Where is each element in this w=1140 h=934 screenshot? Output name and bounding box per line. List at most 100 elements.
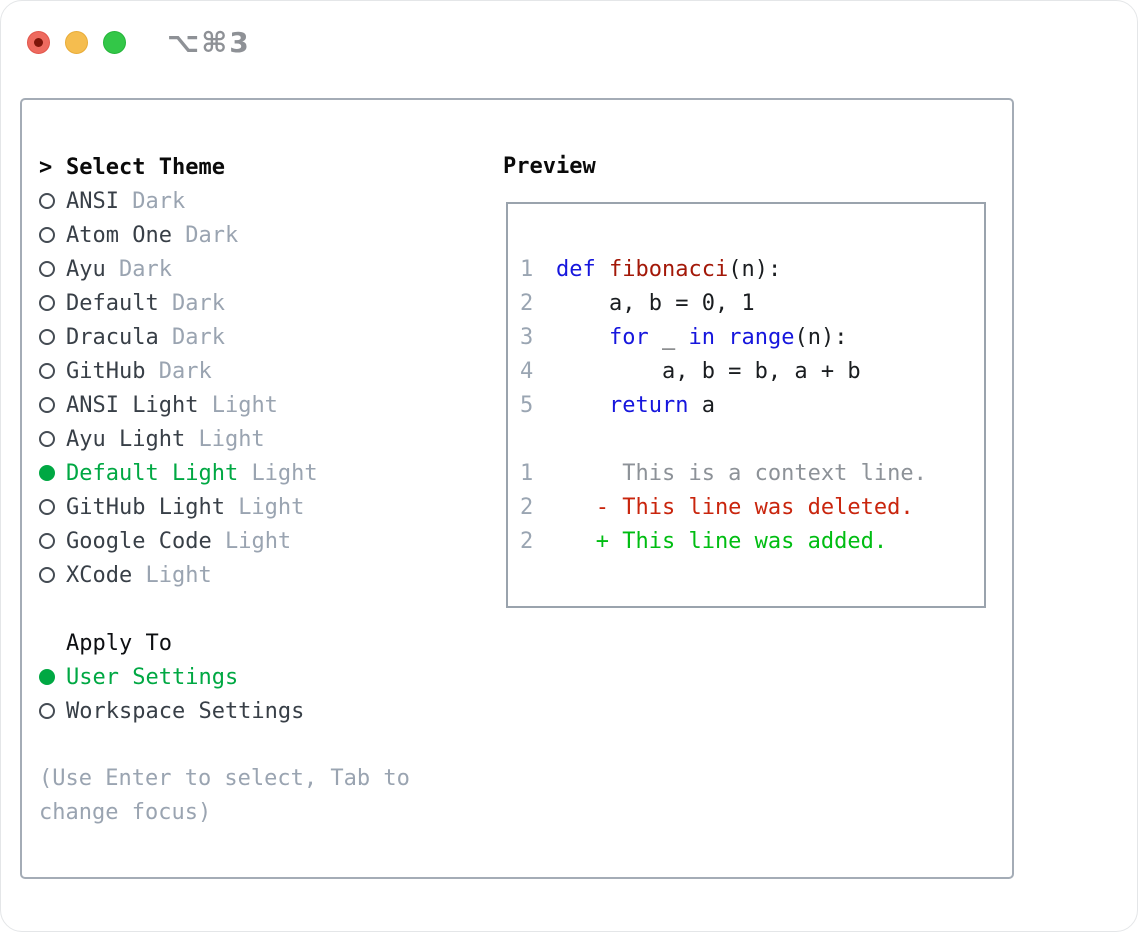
close-button[interactable] (27, 31, 50, 54)
theme-option[interactable]: ANSI Light Light (39, 388, 410, 422)
titlebar: ⌥⌘3 (27, 26, 251, 59)
preview-title: Preview (503, 154, 596, 179)
theme-name: XCode (66, 562, 146, 588)
radio-unselected-icon (39, 533, 55, 549)
radio-col (39, 567, 66, 583)
code-line: 3 for _ in range(n): (520, 320, 974, 354)
line-content: return a (608, 392, 715, 418)
theme-option[interactable]: Atom One Dark (39, 218, 410, 252)
code-line: 2 a, b = 0, 1 (520, 286, 974, 320)
radio-col (39, 703, 66, 719)
radio-col (39, 227, 66, 243)
prompt-col: > (39, 155, 66, 180)
apply-to-option[interactable]: User Settings (39, 660, 410, 694)
theme-variant: Dark (132, 188, 186, 214)
theme-name: Default Light (66, 460, 252, 486)
line-content: for _ in range(n): (608, 324, 848, 350)
code-line: 2 + This line was added. (520, 524, 974, 558)
theme-option[interactable]: XCode Light (39, 558, 410, 592)
spacer (39, 592, 410, 626)
window-shortcut-label: ⌥⌘3 (167, 26, 251, 59)
radio-col (39, 193, 66, 209)
apply-to-label: User Settings (66, 664, 239, 690)
radio-unselected-icon (39, 397, 55, 413)
apply-to-header: Apply To (39, 626, 410, 660)
line-number: 1 (520, 460, 534, 486)
theme-name: Ayu Light (66, 426, 199, 452)
line-content: a, b = 0, 1 (556, 290, 755, 316)
line-content: def fibonacci(n): (556, 256, 782, 282)
minimize-button[interactable] (65, 31, 88, 54)
hint-text-line2: change focus) (39, 800, 212, 825)
radio-col (39, 397, 66, 413)
radio-unselected-icon (39, 431, 55, 447)
focus-prompt-icon: > (39, 154, 53, 180)
radio-unselected-icon (39, 703, 55, 719)
theme-name: GitHub (66, 358, 159, 384)
radio-col (39, 499, 66, 515)
theme-name: Google Code (66, 528, 225, 554)
select-theme-title: Select Theme (66, 154, 225, 180)
code-line: 4 a, b = b, a + b (520, 354, 974, 388)
line-number: 3 (520, 324, 534, 350)
radio-col (39, 533, 66, 549)
theme-option[interactable]: Default Dark (39, 286, 410, 320)
line-number: 5 (520, 392, 534, 418)
theme-variant: Light (238, 494, 305, 520)
theme-name: ANSI Light (66, 392, 212, 418)
theme-name: Atom One (66, 222, 186, 248)
theme-option[interactable]: GitHub Dark (39, 354, 410, 388)
code-line: 1 This is a context line. (520, 456, 974, 490)
zoom-button[interactable] (103, 31, 126, 54)
line-number: 2 (520, 494, 534, 520)
theme-variant: Dark (118, 256, 172, 282)
radio-selected-icon (39, 465, 55, 481)
code-line: 5 return a (520, 388, 974, 422)
theme-variant: Light (198, 426, 265, 452)
radio-unselected-icon (39, 567, 55, 583)
radio-col (39, 261, 66, 277)
theme-variant: Dark (171, 324, 225, 350)
theme-option[interactable]: Default Light Light (39, 456, 410, 490)
theme-name: Ayu (66, 256, 119, 282)
theme-option[interactable]: Ayu Dark (39, 252, 410, 286)
code-line: 2 - This line was deleted. (520, 490, 974, 524)
hint-text-line1: (Use Enter to select, Tab to (39, 766, 410, 791)
apply-to-title: Apply To (66, 630, 172, 656)
theme-option[interactable]: Google Code Light (39, 524, 410, 558)
apply-to-option[interactable]: Workspace Settings (39, 694, 410, 728)
radio-col (39, 329, 66, 345)
select-theme-header: > Select Theme (39, 150, 410, 184)
radio-col (39, 363, 66, 379)
radio-col (39, 295, 66, 311)
line-content: This is a context line. (556, 460, 927, 486)
theme-variant: Dark (185, 222, 239, 248)
radio-unselected-icon (39, 363, 55, 379)
theme-variant: Dark (158, 358, 212, 384)
theme-option[interactable]: ANSI Dark (39, 184, 410, 218)
code-line (520, 422, 974, 456)
theme-option[interactable]: Ayu Light Light (39, 422, 410, 456)
line-number: 2 (520, 290, 534, 316)
radio-unselected-icon (39, 261, 55, 277)
radio-unselected-icon (39, 227, 55, 243)
theme-option[interactable]: Dracula Dark (39, 320, 410, 354)
line-number: 1 (520, 256, 534, 282)
theme-option[interactable]: GitHub Light Light (39, 490, 410, 524)
line-content: - This line was deleted. (556, 494, 914, 520)
radio-unselected-icon (39, 499, 55, 515)
theme-variant: Light (145, 562, 212, 588)
close-button-dot-icon (34, 38, 43, 47)
theme-variant: Light (211, 392, 278, 418)
radio-col (39, 431, 66, 447)
theme-variant: Dark (171, 290, 225, 316)
theme-variant: Light (224, 528, 292, 554)
theme-name: ANSI (66, 188, 133, 214)
